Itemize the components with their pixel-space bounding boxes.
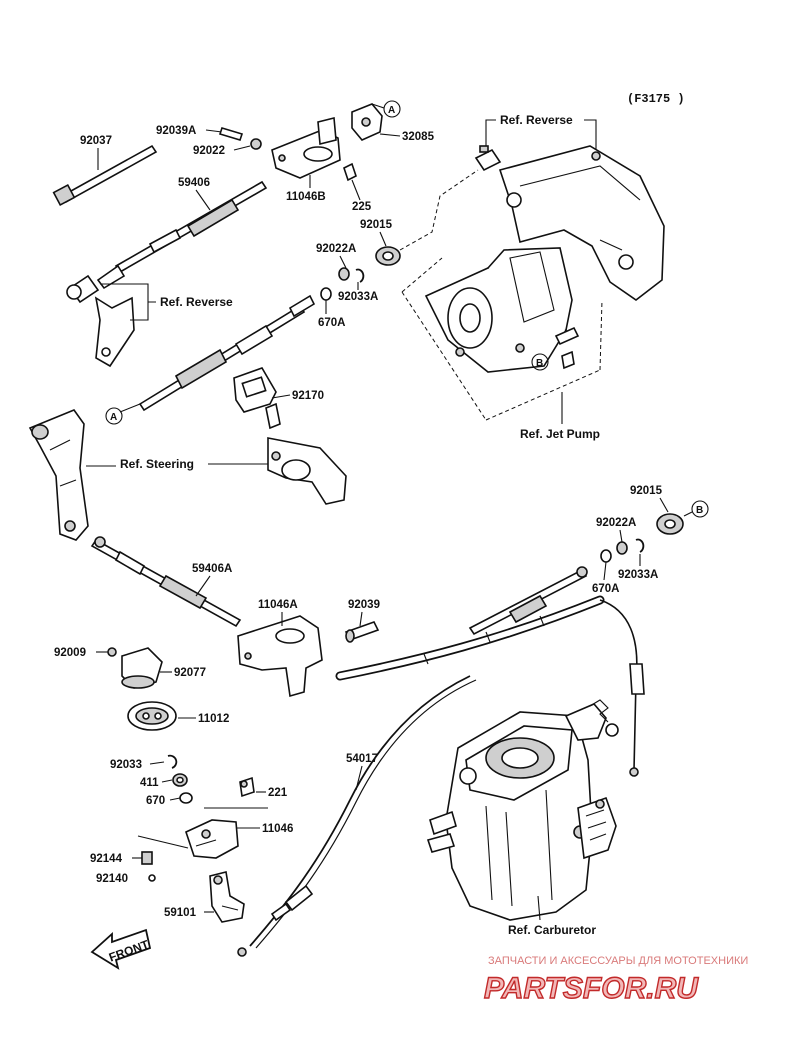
label-92170: 92170 (292, 390, 324, 402)
steering-clamp (267, 437, 347, 505)
label-92015-mid: 92015 (630, 485, 663, 497)
knob-92077 (121, 647, 163, 689)
marker-a-left (105, 407, 123, 425)
label-92022: 92022 (193, 145, 225, 157)
ref-carburetor: Ref. Carburetor (508, 923, 596, 937)
spring-92144 (141, 851, 153, 865)
label-11046: 11046 (262, 823, 293, 835)
clip-92033 (167, 754, 178, 769)
watermark-caption: ЗАПЧАСТИ И АКСЕССУАРЫ ДЛЯ МОТОТЕХНИКИ (488, 955, 748, 967)
marker-b-top (531, 353, 549, 371)
fuel-pump (577, 796, 617, 860)
bolt-92039 (344, 621, 380, 643)
plate-11012 (127, 701, 177, 731)
label-32085: 32085 (402, 131, 435, 143)
marker-a-left-label: A (110, 412, 117, 423)
bolt-92039A (218, 127, 244, 141)
marker-a-top-label: A (388, 105, 395, 116)
ball-92140 (148, 874, 156, 882)
steering-cable (138, 294, 316, 412)
reverse-bucket-housing (498, 145, 665, 301)
label-54017: 54017 (346, 753, 378, 765)
screw-92009 (107, 647, 117, 657)
washer-92022A-mid (616, 541, 628, 555)
label-92039A: 92039A (156, 125, 196, 137)
screw-225 (343, 162, 357, 182)
cable-59406A (90, 536, 242, 628)
oring-670 (179, 792, 193, 804)
label-59406: 59406 (178, 177, 210, 189)
cable-59406 (96, 180, 268, 290)
holder-32085 (351, 103, 383, 141)
label-92022A-top: 92022A (316, 243, 356, 255)
oring-670A-mid (600, 549, 612, 563)
label-225: 225 (352, 201, 372, 213)
label-92039: 92039 (348, 599, 380, 611)
label-92144: 92144 (90, 853, 123, 865)
bracket-11046A (237, 615, 323, 698)
reverse-fittings (66, 274, 135, 368)
clip-92033A-mid (635, 538, 645, 553)
label-92022A-mid: 92022A (596, 517, 636, 529)
ref-reverse-top: Ref. Reverse (500, 113, 573, 127)
cable-54017-fittings (237, 884, 314, 957)
watermark-brand: PARTSFOR.RU (484, 972, 699, 1005)
label-92037: 92037 (80, 135, 112, 147)
label-411: 411 (140, 777, 159, 789)
cable-end-fitting (629, 663, 645, 777)
label-92033A-mid: 92033A (618, 569, 658, 581)
bolt-reverse-top (474, 145, 502, 172)
label-11046B: 11046B (286, 191, 326, 203)
label-221: 221 (268, 787, 288, 799)
label-11012: 11012 (198, 713, 229, 725)
marker-b-top-label: B (536, 358, 543, 369)
bracket-11046 (185, 819, 239, 859)
label-670A-top: 670A (318, 317, 346, 329)
nut-92015-mid (656, 513, 684, 535)
screw-221 (239, 776, 255, 798)
washer-411 (172, 773, 188, 787)
label-92009: 92009 (54, 647, 86, 659)
throttle-linkage (564, 699, 619, 741)
bracket-11046B (271, 116, 341, 179)
throttle-cable-right (468, 566, 588, 636)
marker-a-top (383, 100, 401, 118)
label-11046A: 11046A (258, 599, 298, 611)
cable-tie-92037 (52, 144, 158, 207)
marker-b-mid (691, 500, 709, 518)
front-arrow-icon: FRONT (90, 928, 151, 970)
oring-670A-top (320, 287, 332, 301)
label-670: 670 (146, 795, 165, 807)
ref-jet-pump: Ref. Jet Pump (520, 427, 600, 441)
diagram-code: (F3175 ) (627, 92, 685, 106)
nut-92022 (250, 138, 262, 150)
lever-59101 (209, 871, 245, 923)
steering-arm (28, 409, 89, 541)
jet-pump-housing (424, 247, 573, 373)
label-92033A-top: 92033A (338, 291, 378, 303)
clip-92033A-top (355, 268, 365, 283)
pump-bolts (554, 326, 580, 370)
label-92077: 92077 (174, 667, 206, 679)
label-92033: 92033 (110, 759, 142, 771)
ref-reverse-left: Ref. Reverse (160, 295, 233, 309)
washer-92022A-top (338, 267, 350, 281)
carburetor-body (426, 711, 593, 921)
nut-92015-top (375, 246, 401, 266)
label-59101: 59101 (164, 907, 197, 919)
ref-steering: Ref. Steering (120, 457, 194, 471)
label-670A-mid: 670A (592, 583, 620, 595)
label-92015-top: 92015 (360, 219, 393, 231)
boot-92170 (233, 367, 281, 430)
marker-b-mid-label: B (696, 505, 703, 516)
label-59406A: 59406A (192, 563, 232, 575)
label-92140: 92140 (96, 873, 128, 885)
